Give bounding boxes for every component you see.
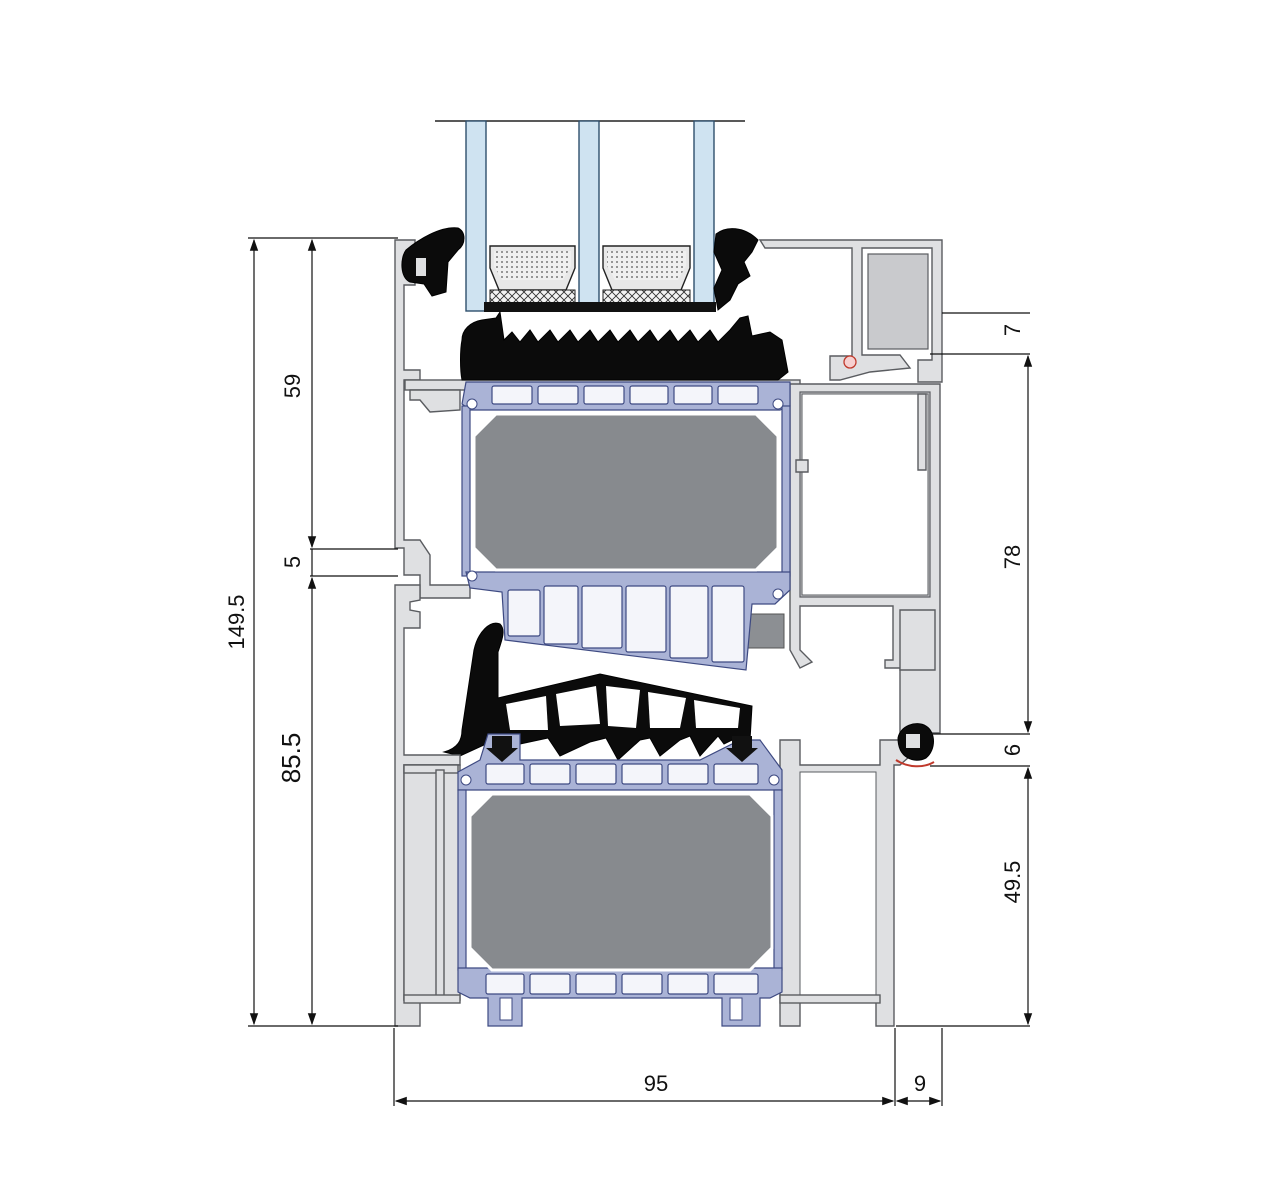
frame-seal-hole — [906, 734, 920, 748]
label-right-bottom: 49.5 — [1000, 861, 1025, 904]
insulation-foam-sash — [472, 412, 780, 572]
sash-filler-block — [747, 613, 785, 649]
seal-contact-line — [895, 759, 935, 768]
thermal-cell — [711, 585, 745, 663]
gasket-left-glazing — [401, 227, 465, 297]
label-frame-height: 85.5 — [276, 733, 306, 784]
upper-thermal-break — [461, 381, 791, 671]
clip-arrow-right-icon — [726, 736, 758, 762]
thermal-foot-hole — [499, 997, 513, 1021]
thermal-hook — [772, 588, 784, 600]
thermal-hook — [466, 398, 478, 410]
sealant-left — [489, 289, 576, 305]
thermal-hook — [772, 398, 784, 410]
label-total-height: 149.5 — [224, 594, 249, 649]
gasket-right-glazing — [713, 228, 759, 311]
glass-pane-outer — [465, 120, 487, 312]
thermal-wall-left-frame — [457, 789, 467, 971]
label-width-main: 95 — [644, 1071, 668, 1096]
triple-glazing — [435, 120, 745, 312]
thermal-cell — [575, 763, 617, 785]
thermal-cell — [673, 385, 713, 405]
thermal-cell — [713, 973, 759, 995]
frame-bottom-left — [403, 994, 461, 1004]
dimension-labels: 149.5 59 5 85.5 7 78 6 49.5 95 9 — [224, 324, 1025, 1096]
sash-left-lip — [409, 389, 461, 413]
thermal-cell — [485, 763, 525, 785]
sash-cavity — [867, 253, 929, 350]
centre-gasket-cell — [694, 700, 740, 728]
label-right-gap: 6 — [1000, 744, 1025, 756]
thermal-cell — [713, 763, 759, 785]
thermal-cell — [491, 385, 533, 405]
label-right-top-small: 7 — [1000, 324, 1025, 336]
centre-gasket-cell — [606, 686, 640, 728]
lower-thermal-break — [457, 733, 783, 1027]
frame-left-chamber — [403, 764, 461, 1001]
dimension-lines — [248, 237, 1033, 1106]
thermal-cell — [629, 385, 669, 405]
thermal-foot-hole — [729, 997, 743, 1021]
desiccant-left — [494, 251, 571, 280]
thermal-cell — [537, 385, 579, 405]
sealant-right — [602, 289, 691, 305]
glazing-edge-seal — [484, 302, 716, 312]
frame-right-chamber — [799, 771, 877, 999]
label-right-mid: 78 — [1000, 545, 1025, 569]
desiccant-right — [607, 251, 686, 280]
frame-outer-wall — [394, 584, 461, 1027]
drain-point-icon — [843, 355, 857, 369]
sash-right-lower-cavity — [899, 609, 936, 671]
thermal-cell — [575, 973, 617, 995]
thermal-cell — [581, 585, 623, 649]
thermal-cell — [485, 973, 525, 995]
frame-left-chamber-top — [403, 764, 459, 774]
thermal-cell — [621, 973, 663, 995]
sash-right-cavity-inner — [801, 393, 929, 596]
glass-pane-inner — [693, 120, 715, 312]
thermal-cell — [621, 763, 663, 785]
frame-profile — [394, 584, 935, 1027]
insulation-foam-frame — [468, 792, 774, 972]
glass-pane-middle — [578, 120, 600, 312]
thermal-hook — [466, 570, 478, 582]
thermal-cell — [667, 763, 709, 785]
thermal-cell — [717, 385, 759, 405]
thermal-cell — [507, 589, 541, 637]
thermal-wall-right — [781, 405, 791, 577]
gasket-glazing-bead — [460, 310, 789, 381]
sash-outer-wall — [394, 239, 471, 599]
thermal-wall-right-frame — [773, 789, 783, 971]
label-gap-height: 5 — [280, 556, 305, 568]
thermal-cell — [583, 385, 625, 405]
centre-gasket-cell — [506, 696, 548, 730]
thermal-wall-left — [461, 405, 471, 577]
gasket-left-hole — [416, 258, 426, 276]
label-width-offset: 9 — [914, 1071, 926, 1096]
centre-gasket-cell — [556, 686, 600, 726]
clip-arrow-left-icon — [486, 736, 518, 762]
frame-bottom-right — [779, 994, 881, 1004]
glazing-gaskets — [401, 227, 789, 381]
thermal-hook — [768, 774, 780, 786]
label-sash-height: 59 — [280, 374, 305, 398]
frame-left-chamber-rib — [435, 769, 445, 1001]
thermal-cell — [529, 973, 571, 995]
thermal-cell — [669, 585, 709, 659]
thermal-hook — [460, 774, 472, 786]
sash-right-rib — [917, 393, 927, 471]
centre-gasket-cell — [648, 692, 686, 728]
sash-right-tab — [795, 459, 809, 473]
thermal-cell — [543, 585, 579, 645]
thermal-cell — [625, 585, 667, 653]
thermal-cell — [667, 973, 709, 995]
thermal-cell — [529, 763, 571, 785]
